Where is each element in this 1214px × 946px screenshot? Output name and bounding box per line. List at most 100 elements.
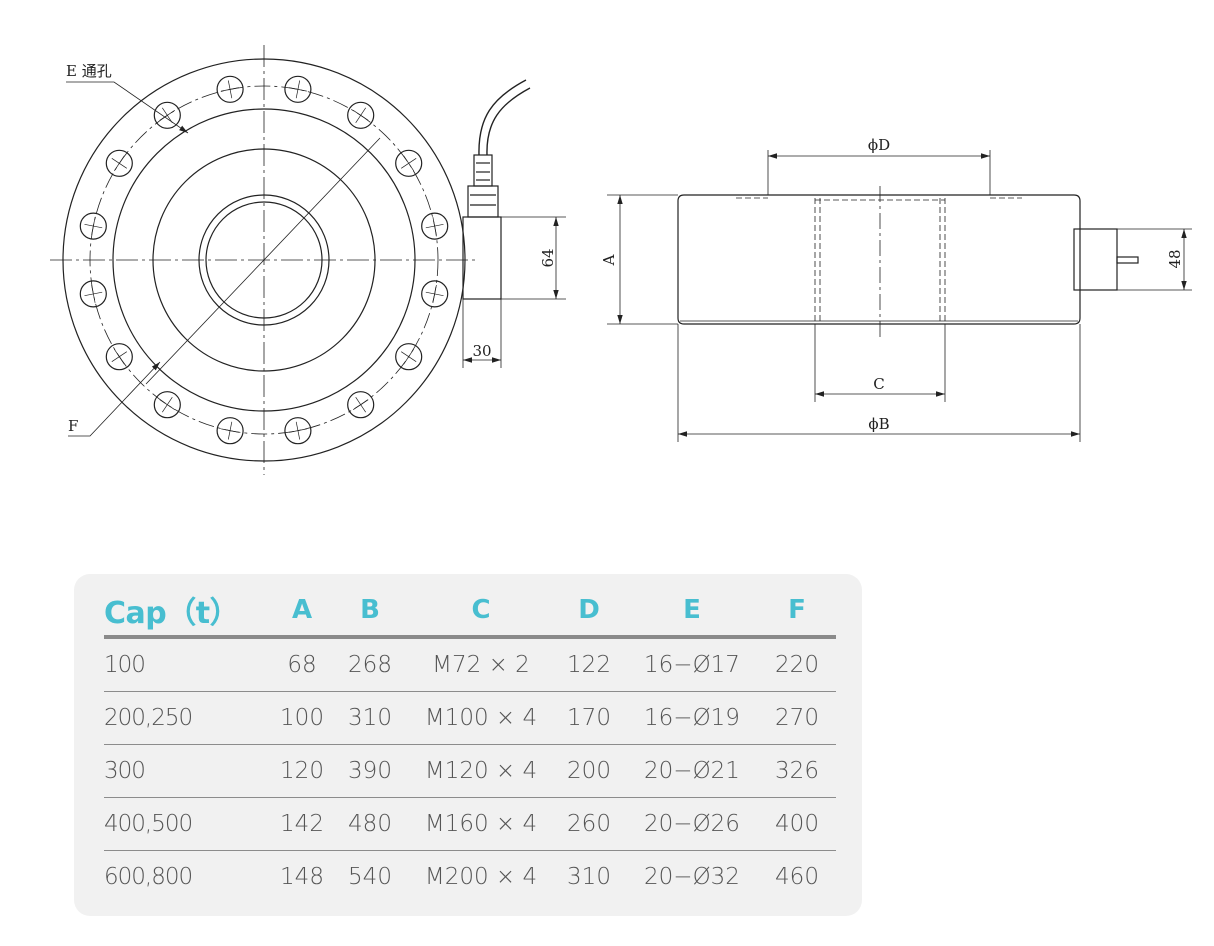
bolt-hole-centerline xyxy=(403,155,414,171)
bolt-hole xyxy=(216,75,244,103)
cell-cap: 400,500 xyxy=(104,797,274,851)
bolt-circle xyxy=(89,85,439,435)
bolt-hole-centerline xyxy=(432,217,437,235)
bolt-hole-centerline xyxy=(221,87,239,92)
cell-a: 142 xyxy=(274,797,330,851)
cable xyxy=(478,79,527,156)
spec-table: Cap（t） A B C D E F 100 68 268 M72 × 2 12… xyxy=(104,584,836,903)
cable-connector-body xyxy=(462,216,502,300)
table-row: 300 120 390 M120 × 4 200 20−Ø21 326 xyxy=(104,744,836,798)
cell-e: 20−Ø26 xyxy=(626,797,758,851)
dim-48: 48 xyxy=(1166,249,1184,268)
header-cap: Cap（t） xyxy=(104,584,274,639)
bolt-hole xyxy=(153,101,181,129)
bolt-hole xyxy=(79,280,107,308)
top-view xyxy=(50,45,566,475)
loading-ring xyxy=(152,148,376,372)
bolt-hole xyxy=(421,280,449,308)
cell-b: 390 xyxy=(330,744,410,798)
bolt-hole-centerline xyxy=(403,349,414,365)
bolt-hole xyxy=(105,149,133,177)
bolt-hole xyxy=(216,417,244,445)
dim-phi-d: ϕD xyxy=(868,136,890,154)
header-d: D xyxy=(552,584,626,639)
bolt-hole xyxy=(153,391,181,419)
cell-e: 20−Ø21 xyxy=(626,744,758,798)
table-row: 200,250 100 310 M100 × 4 170 16−Ø19 270 xyxy=(104,691,836,745)
bolt-hole-centerline xyxy=(289,87,307,92)
dim-c: C xyxy=(873,375,884,393)
pcd-label: F xyxy=(68,417,78,435)
dim-64: 64 xyxy=(539,248,557,267)
cell-a: 148 xyxy=(280,864,324,890)
header-f: F xyxy=(758,584,836,639)
cell-c: M160 × 4 xyxy=(410,797,552,851)
bolt-hole xyxy=(395,343,423,371)
header-c: C xyxy=(410,584,552,639)
cell-d: 260 xyxy=(552,797,626,851)
body-circle xyxy=(112,108,416,412)
cell-e: 16−Ø17 xyxy=(626,637,758,692)
cell-a: 68 xyxy=(274,637,330,692)
cell-f: 270 xyxy=(758,691,836,745)
cell-d: 122 xyxy=(552,637,626,692)
cell-cap: 300 xyxy=(104,744,274,798)
bolt-hole xyxy=(284,75,312,103)
cell-c: M100 × 4 xyxy=(410,691,552,745)
bolt-hole-centerline xyxy=(432,285,437,303)
cell-e: 16−Ø19 xyxy=(626,691,758,745)
cell-b: 540 xyxy=(348,864,392,890)
bolt-hole xyxy=(347,391,375,419)
dim-30: 30 xyxy=(472,342,491,360)
cell-cap: 200,250 xyxy=(104,691,274,745)
cell-c: M120 × 4 xyxy=(410,744,552,798)
table-row: 400,500 142 480 M160 × 4 260 20−Ø26 400 xyxy=(104,797,836,851)
spec-card: Cap（t） A B C D E F 100 68 268 M72 × 2 12… xyxy=(74,574,862,916)
bolt-hole-centerline xyxy=(159,399,175,410)
cell-d: 170 xyxy=(552,691,626,745)
table-row: 600,800 148 540 M200 × 4 310 20−Ø32 460 xyxy=(104,851,836,904)
cell-cap: 100 xyxy=(104,637,274,692)
table-header-row: Cap（t） A B C D E F xyxy=(104,584,836,639)
bolt-hole-centerline xyxy=(114,349,125,365)
bolt-hole-centerline xyxy=(91,217,96,235)
dim-phi-b: ϕB xyxy=(868,415,889,433)
dim-a: A xyxy=(600,254,618,266)
cell-b: 268 xyxy=(330,637,410,692)
cell-f: 326 xyxy=(758,744,836,798)
side-body-outline xyxy=(677,194,1081,325)
bolt-hole xyxy=(421,212,449,240)
cell-a: 120 xyxy=(274,744,330,798)
cell-f: 400 xyxy=(758,797,836,851)
bolt-hole xyxy=(284,417,312,445)
bolt-holes xyxy=(79,75,449,445)
bolt-hole xyxy=(105,343,133,371)
table-row: 100 68 268 M72 × 2 122 16−Ø17 220 xyxy=(104,637,836,692)
bolt-hole xyxy=(347,101,375,129)
cable-gland xyxy=(473,154,493,187)
cell-d: 310 xyxy=(567,864,611,890)
cell-b: 480 xyxy=(330,797,410,851)
bolt-hole xyxy=(395,149,423,177)
cell-f: 220 xyxy=(758,637,836,692)
cell-d: 200 xyxy=(552,744,626,798)
cell-f: 460 xyxy=(775,864,819,890)
bolt-hole-centerline xyxy=(159,110,175,121)
bolt-hole-centerline xyxy=(353,399,369,410)
bolt-hole-centerline xyxy=(289,428,307,433)
header-a: A xyxy=(274,584,330,639)
bolt-hole-centerline xyxy=(114,155,125,171)
cell-b: 310 xyxy=(330,691,410,745)
bolt-hole xyxy=(79,212,107,240)
hole-label: E 通孔 xyxy=(66,62,112,80)
bolt-hole-centerline xyxy=(353,110,369,121)
header-e: E xyxy=(626,584,758,639)
header-b: B xyxy=(330,584,410,639)
cell-a: 100 xyxy=(274,691,330,745)
cell-c: M72 × 2 xyxy=(410,637,552,692)
bore-inner xyxy=(205,201,323,319)
cell-c: M200 × 4 xyxy=(424,864,538,890)
outer-flange-circle xyxy=(62,58,466,462)
technical-drawing: E 通孔 F 64 30 xyxy=(50,45,1192,475)
cell-e: 20−Ø32 xyxy=(644,864,740,890)
